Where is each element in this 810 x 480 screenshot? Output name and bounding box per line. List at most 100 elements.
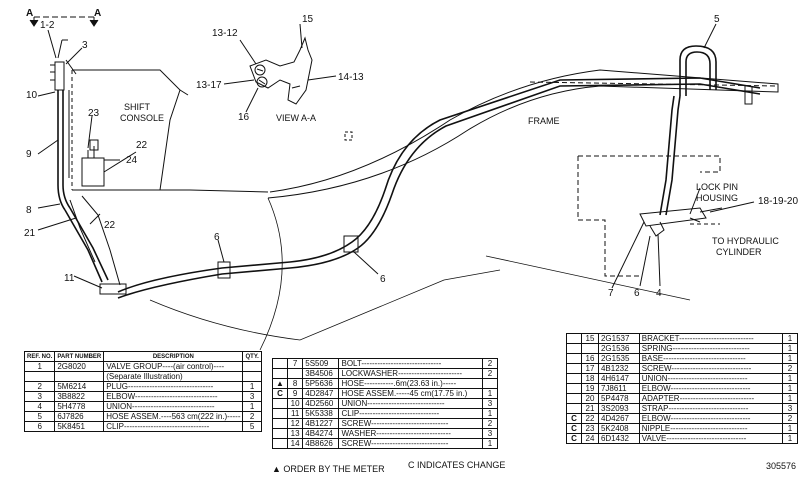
quantity: 1 bbox=[782, 343, 798, 354]
quantity: 1 bbox=[482, 388, 498, 399]
callout-3: 3 bbox=[82, 40, 88, 51]
part-number: 5K8451 bbox=[54, 421, 105, 432]
part-number: 3S2093 bbox=[597, 403, 640, 414]
row-mark: C bbox=[566, 433, 582, 444]
description: (Separate Illustration) bbox=[103, 371, 244, 382]
quantity: 2 bbox=[482, 368, 498, 379]
description: SCREW----------------------------- bbox=[338, 438, 483, 449]
description: BOLT------------------------------ bbox=[338, 358, 483, 369]
row-mark: ▲ bbox=[272, 378, 288, 389]
description: ELBOW------------------------------ bbox=[638, 413, 784, 424]
description: STRAP------------------------------ bbox=[638, 403, 784, 414]
part-number: 5P5636 bbox=[302, 378, 340, 389]
description: VALVE------------------------------ bbox=[638, 433, 784, 444]
ref-no: 21 bbox=[581, 403, 599, 414]
quantity: 2 bbox=[782, 413, 798, 424]
part-number: 5K2408 bbox=[597, 423, 640, 434]
part-number: 5S509 bbox=[302, 358, 340, 369]
callout-21: 21 bbox=[24, 228, 36, 239]
callout-8: 8 bbox=[26, 205, 32, 216]
part-number: 4D2847 bbox=[302, 388, 340, 399]
callout-4: 4 bbox=[656, 288, 662, 299]
description: BASE------------------------------- bbox=[638, 353, 784, 364]
illustration-number: 305576 bbox=[766, 461, 797, 471]
quantity: 1 bbox=[782, 393, 798, 404]
order-by-meter-note: ▲ ORDER BY THE METER bbox=[272, 464, 385, 474]
callout-6-right: 6 bbox=[634, 288, 640, 299]
part-number: 4B8626 bbox=[302, 438, 340, 449]
section-mark-right: A bbox=[94, 8, 101, 19]
quantity: 1 bbox=[242, 401, 262, 412]
header-part-number: PART NUMBER bbox=[54, 351, 105, 362]
part-number bbox=[54, 371, 105, 382]
ref-no: 13 bbox=[286, 428, 304, 439]
part-number: 6D1432 bbox=[597, 433, 640, 444]
callout-22-bottom: 22 bbox=[104, 220, 116, 231]
callout-1-2: 1-2 bbox=[40, 20, 55, 31]
part-number: 4D4267 bbox=[597, 413, 640, 424]
row-mark bbox=[566, 403, 582, 414]
row-mark bbox=[566, 343, 582, 354]
ref-no bbox=[581, 343, 599, 354]
row-mark bbox=[272, 368, 288, 379]
ref-no: 19 bbox=[581, 383, 599, 394]
quantity: 2 bbox=[782, 363, 798, 374]
quantity: 2 bbox=[482, 358, 498, 369]
description: UNION------------------------------ bbox=[638, 373, 784, 384]
callout-9: 9 bbox=[26, 149, 32, 160]
frame-label: FRAME bbox=[528, 116, 560, 126]
description: HOSE-----------.6m(23.63 in.)----- bbox=[338, 378, 483, 389]
callout-14-13: 14-13 bbox=[338, 72, 364, 83]
quantity: 1 bbox=[782, 423, 798, 434]
callout-6-left: 6 bbox=[214, 232, 220, 243]
description: UNION----------------------------- bbox=[338, 398, 483, 409]
quantity: 1 bbox=[482, 408, 498, 419]
row-mark bbox=[566, 393, 582, 404]
description: NIPPLE----------------------------- bbox=[638, 423, 784, 434]
lock-pin-label-line2: HOUSING bbox=[696, 193, 738, 203]
description: SPRING----------------------------- bbox=[638, 343, 784, 354]
part-number: 6J7826 bbox=[54, 411, 105, 422]
part-number: 2G1535 bbox=[597, 353, 640, 364]
part-number: 4H6147 bbox=[597, 373, 640, 384]
callout-5: 5 bbox=[714, 14, 720, 25]
table-row: (Separate Illustration) bbox=[23, 371, 262, 382]
ref-no: 15 bbox=[581, 333, 599, 344]
part-number: 5M6214 bbox=[54, 381, 105, 392]
part-number: 4D2560 bbox=[302, 398, 340, 409]
quantity: 1 bbox=[482, 438, 498, 449]
row-mark bbox=[272, 398, 288, 409]
ref-no bbox=[23, 371, 56, 382]
quantity bbox=[242, 361, 262, 372]
description: CLIP-------------------------------- bbox=[103, 421, 244, 432]
quantity bbox=[242, 371, 262, 382]
description: PLUG-------------------------------- bbox=[103, 381, 244, 392]
ref-no: 5 bbox=[23, 411, 56, 422]
row-mark: C bbox=[566, 423, 582, 434]
parts-table-header: REF. NO. PART NUMBER DESCRIPTION QTY. bbox=[23, 351, 262, 362]
header-description: DESCRIPTION bbox=[103, 351, 244, 362]
shift-console-label-line2: CONSOLE bbox=[120, 113, 164, 123]
part-number: 3B8822 bbox=[54, 391, 105, 402]
ref-no: 17 bbox=[581, 363, 599, 374]
quantity: 1 bbox=[782, 433, 798, 444]
ref-no: 14 bbox=[286, 438, 304, 449]
